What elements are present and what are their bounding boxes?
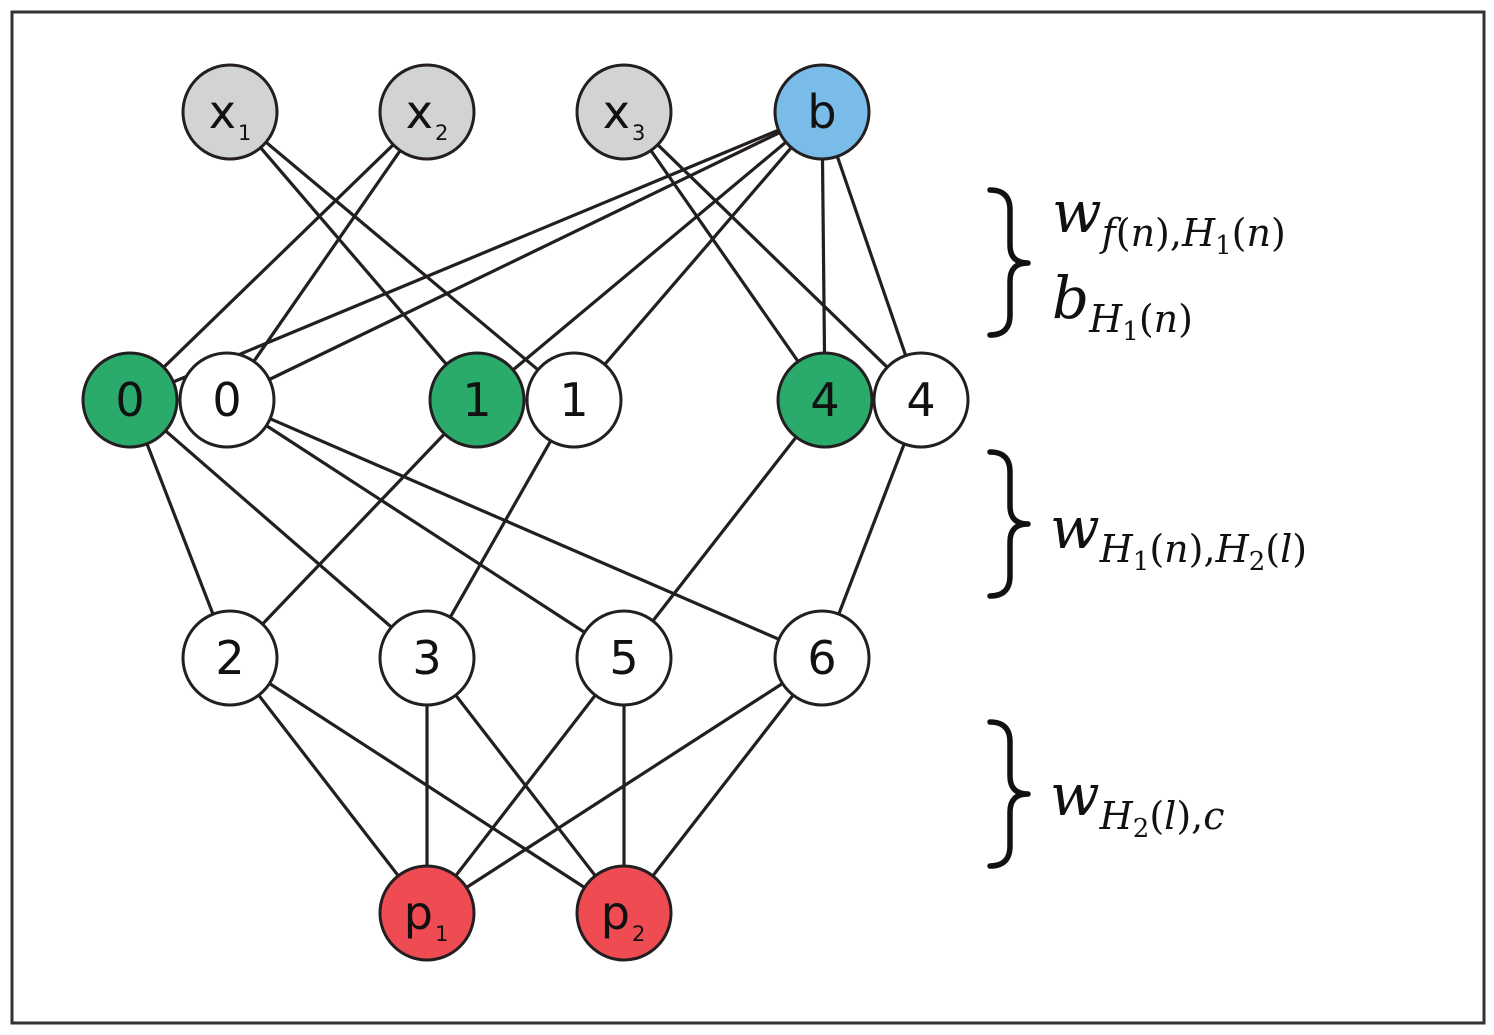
node-h4b-label: 4	[906, 373, 935, 427]
diagram-frame	[10, 10, 1486, 1025]
node-x2-subscript: 2	[435, 121, 448, 145]
node-x1-subscript: 1	[238, 121, 251, 145]
node-n5-circle	[575, 609, 673, 707]
weight-label-hidden2-output: wH2(l),c	[1050, 761, 1225, 844]
node-h1a: 1	[428, 351, 526, 449]
node-n3: 3	[378, 609, 476, 707]
edge-h1b-n3	[448, 440, 553, 618]
node-h0b: 0	[178, 351, 276, 449]
node-p2-circle	[575, 864, 673, 962]
node-h4b-circle	[872, 351, 970, 449]
node-h1b-circle	[525, 351, 623, 449]
node-x3-label: x	[603, 85, 630, 139]
edge-x2-h0a	[162, 143, 395, 369]
edge-b-h4a	[820, 158, 827, 354]
node-x1-circle	[181, 63, 279, 161]
edges	[145, 128, 908, 889]
edge-b-h4b	[835, 155, 908, 357]
edge-x3-h4b	[656, 143, 889, 369]
node-h1a-label: 1	[462, 373, 491, 427]
node-h0a: 0	[81, 351, 179, 449]
node-p1-circle	[378, 864, 476, 962]
node-n6-label: 6	[807, 631, 836, 685]
edge-h0a-n3	[164, 429, 393, 629]
edge-h4b-n6	[837, 443, 906, 615]
edge-x3-h4a	[649, 149, 800, 363]
node-h1b-label: 1	[559, 373, 588, 427]
edge-b-h0b	[268, 131, 781, 381]
node-p2-label: p	[601, 886, 630, 940]
edge-b-h1b	[603, 146, 793, 366]
edge-n2-p1	[257, 694, 400, 877]
node-p1-label: p	[404, 886, 433, 940]
edge-n6-p2	[651, 694, 795, 877]
node-h0a-label: 0	[115, 373, 144, 427]
node-h0b-label: 0	[212, 373, 241, 427]
node-b-label: b	[807, 85, 836, 139]
brace-input-hidden1	[987, 187, 1031, 338]
node-h0b-circle	[178, 351, 276, 449]
edge-h0b-n5	[265, 424, 586, 634]
node-x3-circle	[575, 63, 673, 161]
node-x1-label: x	[209, 85, 236, 139]
node-n2-circle	[181, 609, 279, 707]
edge-h0b-n6	[269, 417, 780, 641]
node-h4a: 4	[776, 351, 874, 449]
node-h4b: 4	[872, 351, 970, 449]
edge-x1-h1a	[259, 146, 448, 366]
bias-label-hidden1: bH1(n)	[1052, 264, 1193, 347]
node-n3-circle	[378, 609, 476, 707]
brace-hidden2-output	[987, 719, 1031, 869]
node-h1b: 1	[525, 351, 623, 449]
node-n3-label: 3	[412, 631, 441, 685]
node-h4a-label: 4	[810, 373, 839, 427]
node-p1-subscript: 1	[435, 922, 448, 946]
node-b: b	[773, 63, 871, 161]
node-n5: 5	[575, 609, 673, 707]
edge-h1a-n2	[261, 432, 446, 626]
node-h4a-circle	[776, 351, 874, 449]
node-x3-subscript: 3	[632, 121, 645, 145]
node-h0a-circle	[81, 351, 179, 449]
edge-x1-h1b	[264, 140, 540, 372]
node-h1a-circle	[428, 351, 526, 449]
edge-n6-p1	[465, 682, 784, 889]
weight-label-input-hidden1: wf(n),H1(n)	[1052, 178, 1286, 261]
node-n2-label: 2	[215, 631, 244, 685]
edge-b-h1a	[512, 140, 787, 372]
node-n6-circle	[773, 609, 871, 707]
edge-b-h0a	[172, 128, 780, 384]
weight-label-hidden1-hidden2: wH1(n),H2(l)	[1050, 494, 1307, 577]
brace-hidden1-hidden2	[987, 449, 1031, 599]
node-n2: 2	[181, 609, 279, 707]
node-n5-label: 5	[609, 631, 638, 685]
edge-x2-h0b	[252, 149, 402, 363]
node-x2-label: x	[406, 85, 433, 139]
edge-h0a-n2	[145, 443, 215, 615]
edge-h4a-n5	[651, 436, 798, 622]
edge-n5-p1	[454, 694, 597, 877]
node-n6: 6	[773, 609, 871, 707]
node-x2-circle	[378, 63, 476, 161]
node-p2-subscript: 2	[632, 922, 645, 946]
node-b-circle	[773, 63, 871, 161]
